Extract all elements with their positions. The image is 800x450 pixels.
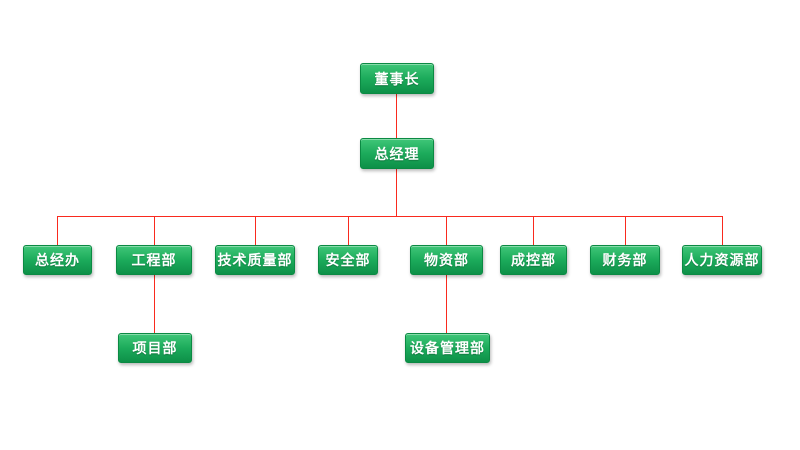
connector-drop-safety: [348, 216, 349, 245]
org-node-safety-dept: 安全部: [318, 245, 378, 275]
connector-chairman-to-gm: [396, 94, 397, 138]
connector-drop-engineering: [154, 216, 155, 245]
org-node-project-dept: 项目部: [118, 333, 192, 363]
connector-engineering-to-project: [154, 275, 155, 333]
connector-drop-finance: [625, 216, 626, 245]
org-node-finance-dept: 财务部: [590, 245, 660, 275]
org-node-equipment-mgmt-dept: 设备管理部: [405, 333, 490, 363]
connector-horizontal-bus: [57, 216, 723, 217]
connector-gm-to-bus: [396, 169, 397, 216]
connector-drop-tech-quality: [255, 216, 256, 245]
org-node-general-manager: 总经理: [360, 138, 434, 169]
connector-drop-general-office: [57, 216, 58, 245]
org-node-chairman: 董事长: [360, 63, 434, 94]
org-node-general-office: 总经办: [23, 245, 92, 275]
connector-drop-materials: [446, 216, 447, 245]
org-node-cost-control-dept: 成控部: [500, 245, 567, 275]
org-node-engineering-dept: 工程部: [116, 245, 192, 275]
org-node-hr-dept: 人力资源部: [682, 245, 762, 275]
org-node-tech-quality-dept: 技术质量部: [215, 245, 295, 275]
connector-materials-to-equipment: [446, 275, 447, 333]
connector-drop-hr: [722, 216, 723, 245]
connector-drop-cost-control: [533, 216, 534, 245]
org-node-materials-dept: 物资部: [410, 245, 483, 275]
